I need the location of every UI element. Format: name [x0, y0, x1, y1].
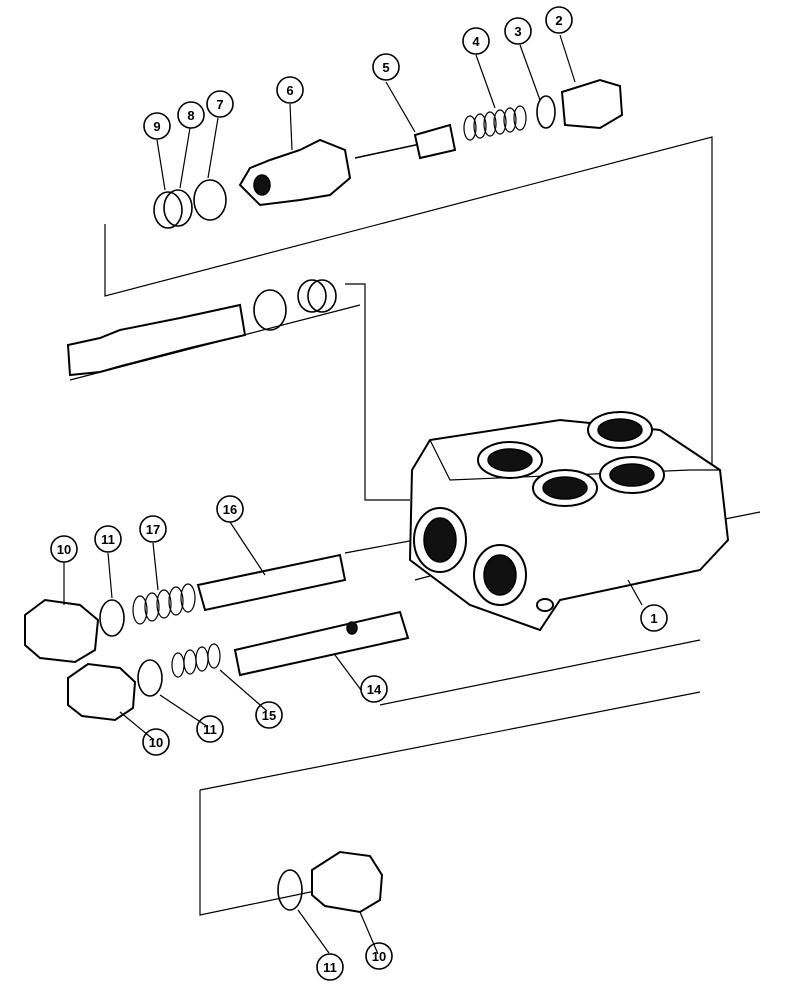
- callout-label: 10: [57, 542, 71, 557]
- callout-16: 16: [216, 495, 244, 523]
- callout-label: 11: [203, 722, 217, 737]
- callout-label: 10: [372, 949, 386, 964]
- callout-label: 9: [153, 119, 160, 134]
- valve-body: [408, 411, 730, 632]
- callout-label: 17: [146, 522, 160, 537]
- callout-6: 6: [276, 76, 304, 104]
- callout-label: 4: [472, 34, 480, 49]
- callout-5: 5: [372, 53, 400, 81]
- callout-11-lower: 11: [316, 953, 344, 981]
- callout-10-upper: 10: [50, 535, 78, 563]
- callout-label: 7: [216, 97, 223, 112]
- callout-2: 2: [545, 6, 573, 34]
- callout-label: 11: [323, 960, 337, 975]
- callout-label: 16: [223, 502, 237, 517]
- callout-9: 9: [143, 112, 171, 140]
- callout-label: 1: [650, 611, 657, 626]
- callout-label: 14: [367, 682, 382, 697]
- relief-valve-assembly-exploded: [153, 78, 624, 229]
- callout-4: 4: [462, 27, 490, 55]
- callout-label: 3: [514, 24, 521, 39]
- callout-label: 6: [286, 83, 293, 98]
- callout-11-middle: 11: [196, 715, 224, 743]
- callout-10-middle: 10: [142, 728, 170, 756]
- callout-label: 8: [187, 108, 194, 123]
- callout-bubbles: 1 2 3 4 5 6 7 8 9 10 11 17 16 14 15 11 1…: [50, 6, 668, 981]
- callout-label: 2: [555, 13, 562, 28]
- callout-7: 7: [206, 90, 234, 118]
- callout-15: 15: [255, 701, 283, 729]
- callout-14: 14: [360, 675, 388, 703]
- callout-8: 8: [177, 101, 205, 129]
- callout-label: 10: [149, 735, 163, 750]
- callout-1: 1: [640, 604, 668, 632]
- callout-label: 11: [101, 532, 115, 547]
- callout-17: 17: [139, 515, 167, 543]
- callout-10-lower: 10: [365, 942, 393, 970]
- spool-assemblies: [24, 553, 410, 914]
- callout-11-upper: 11: [94, 525, 122, 553]
- relief-valve-assembled: [66, 279, 337, 377]
- callout-label: 15: [262, 708, 276, 723]
- callout-3: 3: [504, 17, 532, 45]
- callout-label: 5: [382, 60, 389, 75]
